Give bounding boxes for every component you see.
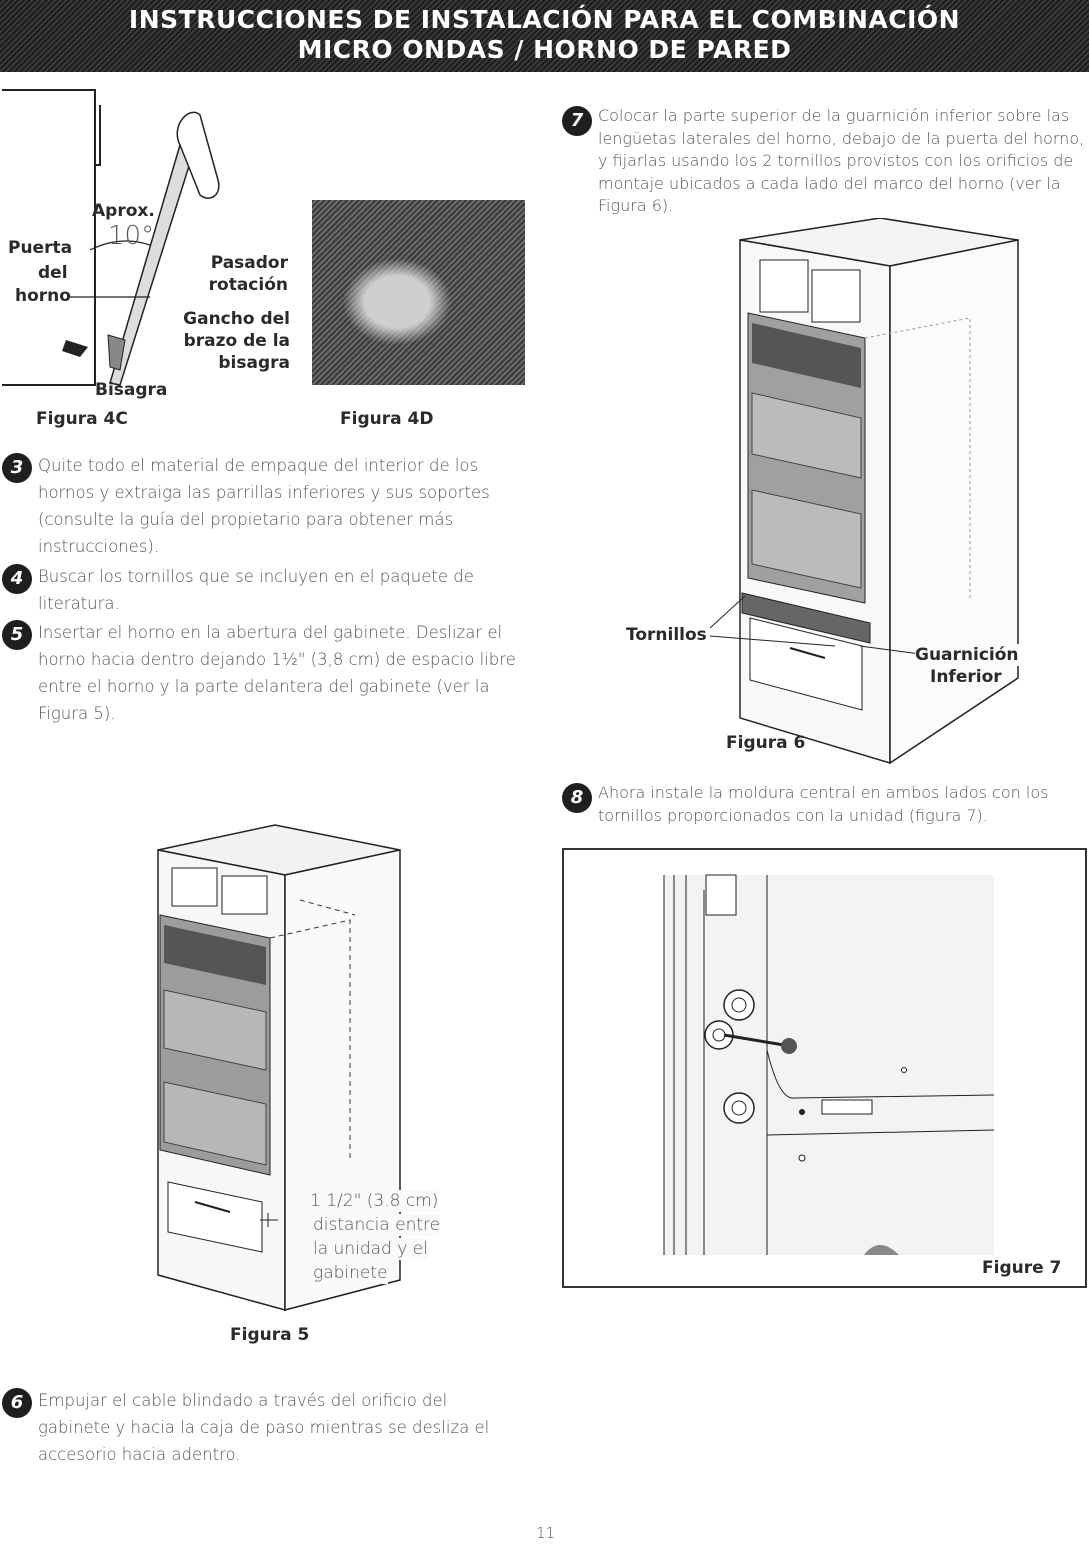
figure-6: Tornillos Guarnición Inferior: [600, 218, 1040, 773]
step-5-number-icon: 5: [2, 620, 32, 650]
figure-6-screws-label: Tornillos: [626, 625, 707, 645]
step-6-number-icon: 6: [2, 1388, 32, 1418]
figure-5-caption: Figura 5: [230, 1325, 310, 1345]
step-5-text: Insertar el horno en la abertura del gab…: [38, 623, 516, 723]
figure-4c-aprox-label: Aprox.: [92, 201, 155, 221]
page-number: 11: [536, 1524, 556, 1542]
figure-4d-pin-label-2: rotación: [186, 274, 288, 296]
figure-4d-hook-label-1: Gancho del: [180, 308, 290, 330]
figure-5-dim-3: la unidad y el: [313, 1238, 428, 1260]
figure-5-drawing: [157, 824, 401, 1311]
figure-6-drawing: [709, 218, 1019, 765]
step-5: 5 Insertar el horno en la abertura del g…: [2, 619, 522, 727]
figure-4c-hinge-label: Bisagra: [95, 380, 168, 400]
figure-7: Figure 7: [562, 848, 1087, 1288]
step-8-number-icon: 8: [562, 783, 592, 813]
figure-6-trim-label-1: Guarnición: [915, 644, 1019, 666]
figure-4c-door-label-1: Puerta: [8, 238, 73, 258]
figure-5-dim-1: 1 1/2" (3.8 cm): [310, 1190, 439, 1212]
step-4-number-icon: 4: [2, 564, 32, 594]
step-4-text: Buscar los tornillos que se incluyen en …: [38, 567, 474, 613]
figure-6-caption: Figura 6: [726, 733, 806, 753]
step-7: 7 Colocar la parte superior de la guarni…: [562, 105, 1087, 218]
step-6: 6 Empujar el cable blindado a través del…: [2, 1387, 522, 1468]
figure-4c: Aprox. 10° Puerta del horno Bisagra: [0, 85, 300, 405]
figure-4c-door-label-2: del: [38, 263, 68, 283]
step-3-text: Quite todo el material de empaque del in…: [38, 456, 490, 556]
step-7-text: Colocar la parte superior de la guarnici…: [598, 106, 1085, 215]
step-8-text: Ahora instale la moldura central en ambo…: [598, 783, 1049, 825]
figure-4d-caption: Figura 4D: [340, 409, 434, 429]
figure-4d-photo: [312, 200, 525, 385]
step-7-number-icon: 7: [562, 106, 592, 136]
figure-6-trim-label-2: Inferior: [930, 666, 1002, 688]
figure-4c-angle-label: 10°: [108, 221, 155, 251]
figure-4c-door-label-3: horno: [15, 286, 71, 306]
step-3: 3 Quite todo el material de empaque del …: [2, 452, 522, 560]
figure-5-dim-2: distancia entre: [313, 1214, 441, 1236]
figure-5: 1 1/2" (3.8 cm) distancia entre la unida…: [150, 820, 460, 1330]
step-8: 8 Ahora instale la moldura central en am…: [562, 782, 1087, 827]
header-title-line-2: MICRO ONDAS / HORNO DE PARED: [297, 35, 792, 64]
figure-4c-caption: Figura 4C: [36, 409, 128, 429]
header-banner: INSTRUCCIONES DE INSTALACIÓN PARA EL COM…: [0, 0, 1089, 72]
header-title-line-1: INSTRUCCIONES DE INSTALACIÓN PARA EL COM…: [128, 5, 961, 34]
figure-4d-hook-label-2: brazo de la: [180, 330, 290, 352]
step-6-text: Empujar el cable blindado a través del o…: [38, 1391, 490, 1464]
figure-4d-hook-label-3: bisagra: [180, 352, 290, 374]
figure-5-dim-4: gabinete: [313, 1262, 388, 1284]
step-3-number-icon: 3: [2, 453, 32, 483]
figure-7-caption: Figure 7: [982, 1258, 1062, 1278]
step-4: 4 Buscar los tornillos que se incluyen e…: [2, 563, 522, 617]
figure-7-drawing: [663, 874, 995, 1255]
figure-4c-drawing: [2, 89, 220, 386]
